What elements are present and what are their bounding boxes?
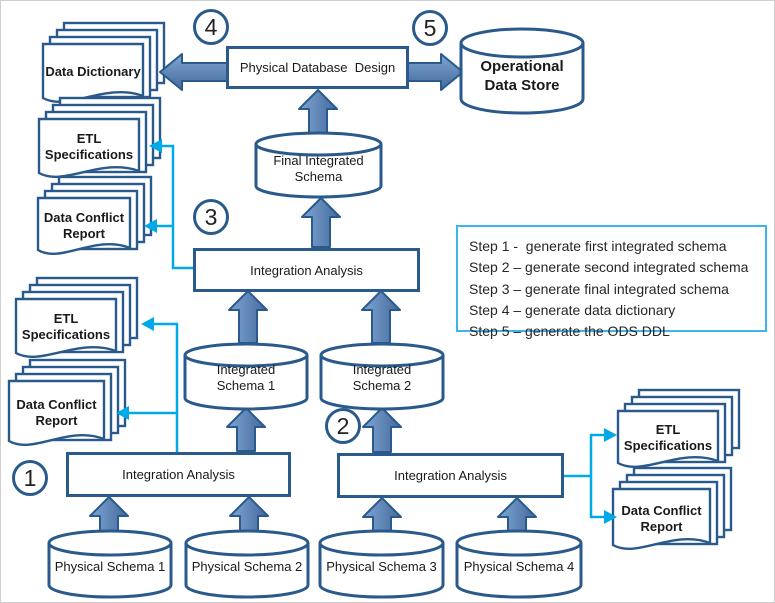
- arrow-integration-analysis-left-to-integrated-schema-1: [226, 407, 266, 452]
- legend-line-3: Step 3 – generate final integrated schem…: [469, 280, 729, 297]
- arrow-integrated-schema-2-to-integration-analysis: [361, 290, 401, 344]
- connector-arrowhead-dcr-lower-icon: [116, 406, 129, 420]
- document-stack-data-conflict-report-right: [611, 466, 733, 551]
- connector-ia-middle-to-etl-specifications-upper: [161, 144, 193, 270]
- arrow-physical-database-design-to-data-dictionary: [159, 53, 228, 91]
- arrow-integration-analysis-right-to-integrated-schema-2: [362, 407, 402, 453]
- step-marker-2: 2: [325, 408, 361, 444]
- connector-arrowhead-etl-upper-icon: [149, 139, 162, 153]
- arrow-physical-database-design-to-operational-data-store: [407, 53, 464, 91]
- cylinder-final-integrated-schema: [254, 131, 383, 199]
- step-marker-4-label: 4: [204, 13, 218, 40]
- document-stack-etl-specifications-right: [616, 388, 741, 469]
- document-stack-data-conflict-report-upper: [36, 175, 153, 256]
- legend-line-5: Step 5 – generate the ODS DDL: [469, 323, 670, 340]
- legend-line-4: Step 4 – generate data dictionary: [469, 301, 676, 318]
- document-stack-data-dictionary: [41, 21, 166, 104]
- cylinder-integrated-schema-1: [183, 342, 309, 411]
- arrow-integration-analysis-to-final-schema: [301, 197, 341, 248]
- cylinder-operational-data-store: [459, 27, 585, 115]
- connector-ia-left-to-etl-specifications-lower: [153, 322, 179, 452]
- step-marker-5-label: 5: [423, 14, 437, 41]
- connector-arrowhead-dcr-upper-icon: [144, 219, 157, 233]
- cylinder-physical-schema-4: [455, 529, 583, 599]
- step-marker-1-label: 1: [23, 464, 37, 491]
- step-marker-2-label: 2: [336, 412, 350, 439]
- node-integration-analysis-right-label: Integration Analysis: [394, 468, 507, 483]
- arrow-physical-schema-4-to-integration-analysis: [497, 497, 537, 533]
- step-marker-1: 1: [12, 460, 48, 496]
- node-integration-analysis-right: Integration Analysis: [337, 453, 564, 498]
- step-marker-5: 5: [412, 10, 448, 46]
- connector-ia-right-branch: [589, 433, 605, 519]
- node-physical-database-design-label: Physical Database Design: [239, 60, 396, 75]
- node-physical-database-design: Physical Database Design: [226, 46, 409, 89]
- legend-line-2: Step 2 – generate second integrated sche…: [469, 259, 749, 276]
- connector-arrowhead-dcr-right-icon: [604, 510, 617, 524]
- connector-arrowhead-etl-right-icon: [604, 428, 617, 442]
- document-stack-data-conflict-report-lower: [7, 358, 127, 447]
- document-stack-etl-specifications-upper: [37, 96, 162, 179]
- arrow-physical-schema-1-to-integration-analysis: [89, 496, 129, 533]
- step-marker-4: 4: [193, 9, 229, 45]
- document-stack-etl-specifications-lower: [14, 276, 139, 359]
- node-integration-analysis-middle: Integration Analysis: [193, 248, 420, 292]
- cylinder-physical-schema-1: [47, 529, 173, 599]
- connector-arrowhead-etl-lower-icon: [141, 317, 154, 331]
- step-marker-3-label: 3: [204, 203, 218, 230]
- arrow-integrated-schema-1-to-integration-analysis: [228, 290, 268, 344]
- node-integration-analysis-left: Integration Analysis: [66, 452, 291, 497]
- arrow-physical-schema-2-to-integration-analysis: [229, 496, 269, 533]
- arrow-physical-schema-3-to-integration-analysis: [362, 497, 402, 533]
- cylinder-physical-schema-3: [318, 529, 445, 599]
- node-integration-analysis-middle-label: Integration Analysis: [250, 262, 363, 278]
- step-marker-3: 3: [193, 199, 229, 235]
- cylinder-physical-schema-2: [184, 529, 310, 599]
- arrow-final-schema-to-physical-database-design: [298, 89, 338, 135]
- legend-steps-box: Step 1 - generate first integrated schem…: [456, 225, 767, 339]
- node-integration-analysis-left-label: Integration Analysis: [122, 467, 235, 482]
- cylinder-integrated-schema-2: [319, 342, 445, 411]
- legend-line-1: Step 1 - generate first integrated schem…: [469, 238, 727, 254]
